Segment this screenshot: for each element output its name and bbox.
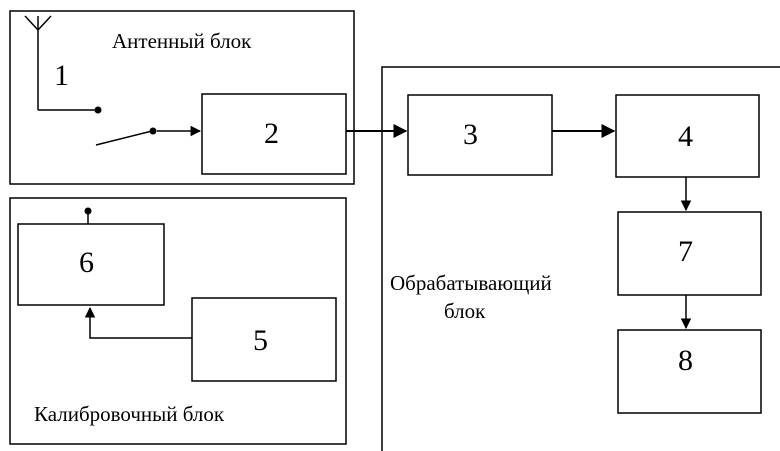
- block-7: [617, 211, 762, 296]
- block-5: [191, 297, 337, 382]
- block-6: [17, 223, 165, 306]
- block-2: [201, 93, 347, 175]
- switch-lever: [95, 130, 153, 146]
- block-6-label: 6: [79, 246, 94, 279]
- antenna-icon: [24, 15, 96, 111]
- processing-unit-frame: [381, 66, 780, 451]
- block-7-label: 7: [678, 235, 693, 268]
- processing-unit-label-line1: Обрабатывающий: [390, 271, 552, 295]
- block-1-label: 1: [54, 59, 69, 92]
- calibration-unit-frame: [9, 197, 347, 445]
- block-3-label: 3: [463, 118, 478, 151]
- block-5-label: 5: [253, 324, 268, 357]
- block-2-label: 2: [264, 117, 279, 150]
- block-4: [615, 94, 760, 178]
- block-4-label: 4: [678, 120, 693, 153]
- block-8: [617, 329, 762, 414]
- processing-unit-label-line2: блок: [444, 299, 486, 323]
- antenna-unit-frame: [9, 10, 355, 185]
- antenna-contact-dot: [94, 106, 102, 114]
- block-3: [407, 94, 553, 176]
- antenna-unit-label: Антенный блок: [112, 29, 252, 53]
- block-6-terminal-dot: [84, 207, 92, 215]
- switch-contact-dot: [149, 127, 157, 135]
- block-8-label: 8: [678, 344, 693, 377]
- block-5-to-block-6-arrow: [84, 306, 192, 339]
- calibration-unit-label: Калибровочный блок: [34, 402, 225, 426]
